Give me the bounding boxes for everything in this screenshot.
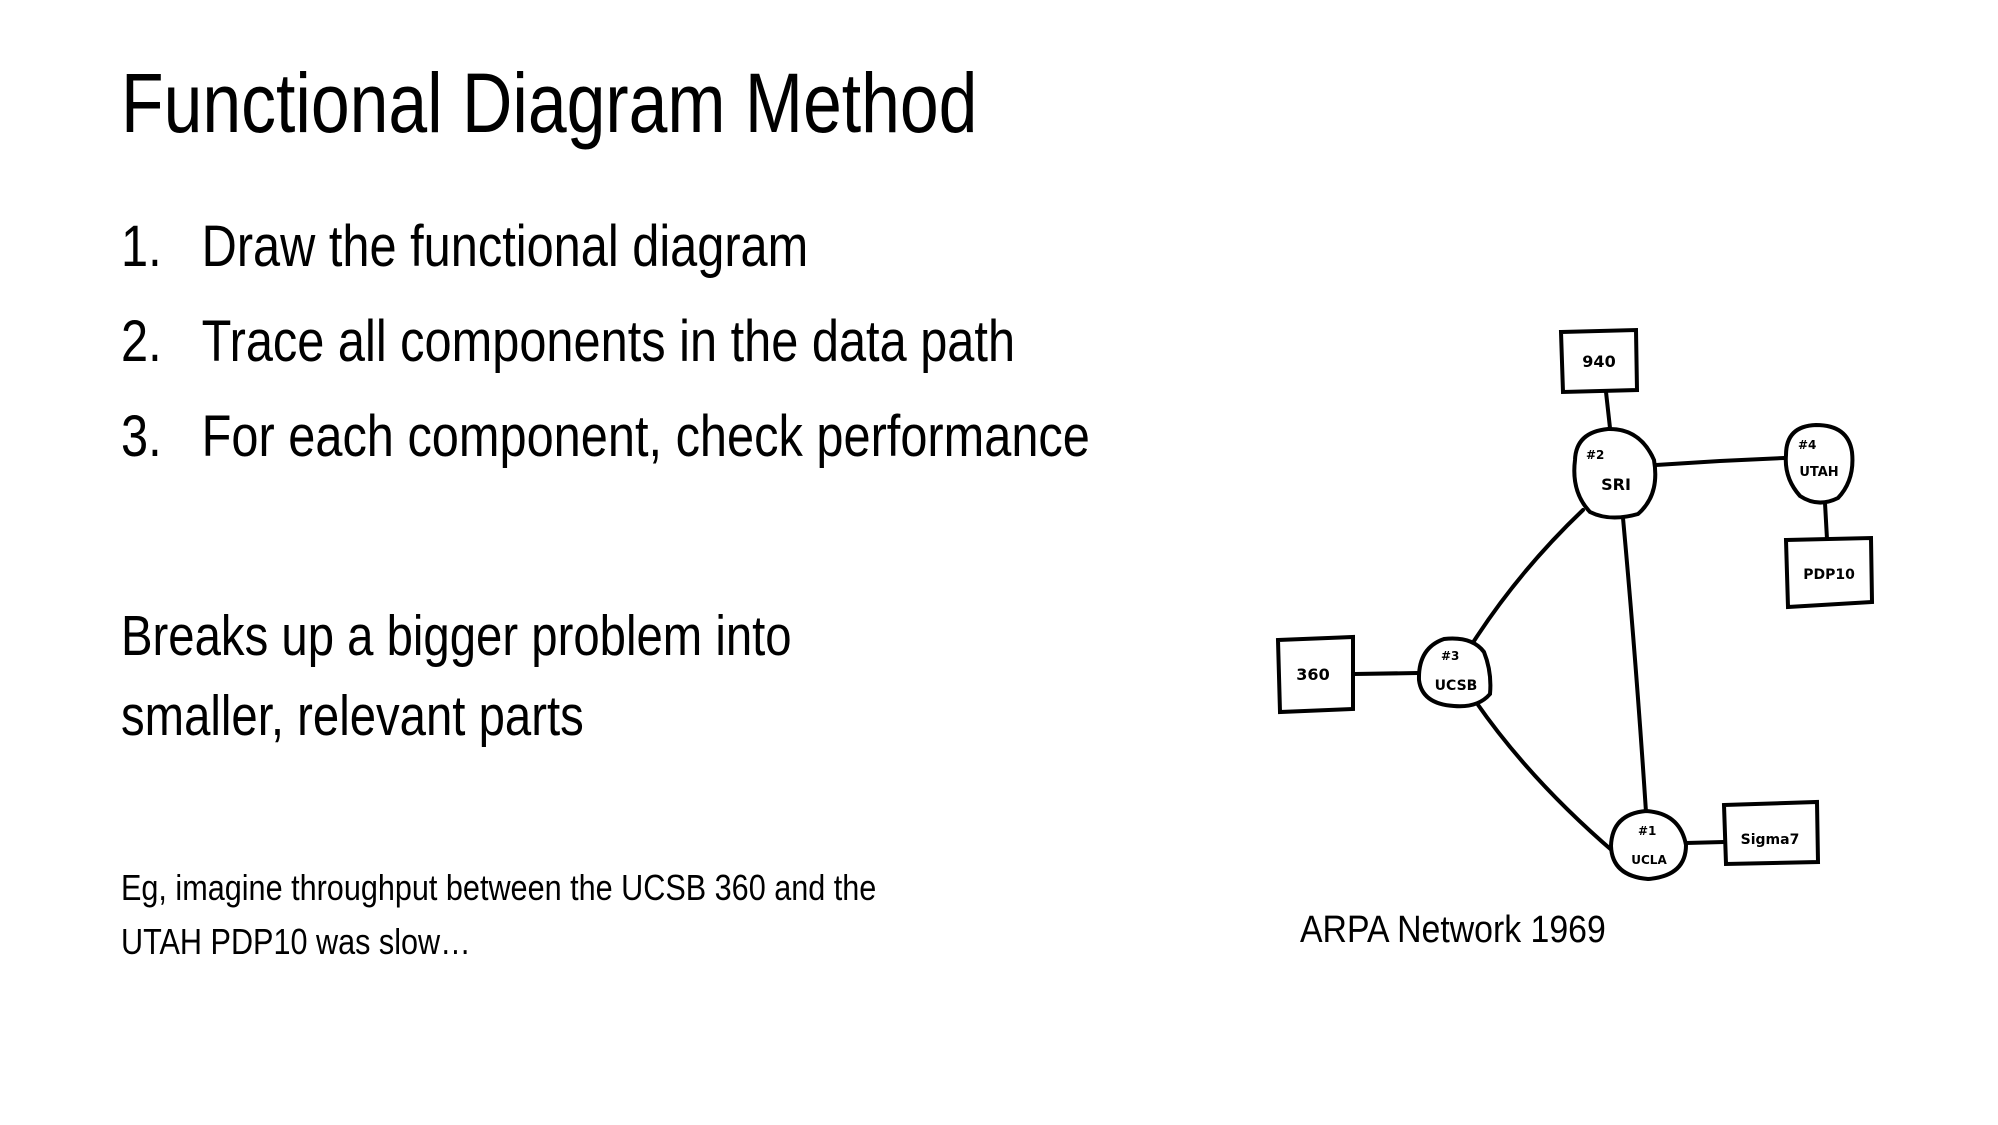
edge-940-sri — [1604, 390, 1612, 430]
host-360: 360 — [1275, 634, 1355, 715]
slide-title: Functional Diagram Method — [121, 56, 978, 150]
edge-360-ucsb — [1352, 671, 1420, 676]
example-line: UTAH PDP10 was slow… — [121, 921, 471, 962]
imp-sri: #2 SRI — [1572, 426, 1658, 520]
step-text: For each component, check performance — [201, 404, 1090, 469]
imp-node — [1572, 426, 1658, 520]
summary-paragraph: Breaks up a bigger problem into smaller,… — [121, 596, 792, 756]
step-number: 2. — [121, 309, 162, 374]
edge-sri-utah — [1654, 456, 1786, 467]
step-number: 3. — [121, 404, 162, 469]
edge-utah-pdp10 — [1823, 501, 1829, 541]
host-box — [1275, 634, 1355, 715]
host-pdp10: PDP10 — [1783, 535, 1875, 610]
edge-sri-ucla — [1621, 516, 1648, 814]
edge-ucsb-ucla — [1474, 700, 1617, 855]
imp-node — [1416, 636, 1493, 709]
host-sigma7: Sigma7 — [1721, 799, 1821, 867]
imp-number: #1 — [1638, 824, 1656, 838]
imp-label: UTAH — [1799, 465, 1838, 480]
example-line: Eg, imagine throughput between the UCSB … — [121, 867, 877, 908]
step-item: 2. Trace all components in the data path — [121, 309, 1015, 375]
diagram-edges — [1352, 390, 1829, 855]
imp-number: #2 — [1586, 448, 1604, 462]
imp-ucsb: #3 UCSB — [1416, 636, 1493, 709]
host-box — [1721, 799, 1821, 867]
step-text: Draw the functional diagram — [201, 214, 809, 279]
host-box — [1783, 535, 1875, 610]
imp-node — [1783, 422, 1855, 505]
summary-line: smaller, relevant parts — [121, 684, 584, 748]
figure-caption: ARPA Network 1969 — [1300, 909, 1606, 951]
imp-label: UCSB — [1435, 678, 1478, 694]
imp-number: #4 — [1798, 438, 1816, 452]
host-label: Sigma7 — [1741, 832, 1800, 848]
host-label: PDP10 — [1803, 567, 1855, 583]
host-box — [1558, 327, 1640, 395]
host-940: 940 — [1558, 327, 1640, 395]
imp-node — [1608, 808, 1689, 882]
step-item: 1. Draw the functional diagram — [121, 214, 808, 280]
summary-line: Breaks up a bigger problem into — [121, 604, 792, 668]
edge-ucla-sigma7 — [1684, 840, 1726, 845]
imp-utah: #4 UTAH — [1783, 422, 1855, 505]
host-label: 940 — [1582, 352, 1615, 371]
step-item: 3. For each component, check performance — [121, 404, 1090, 470]
imp-number: #3 — [1441, 649, 1459, 663]
imp-ucla: #1 UCLA — [1608, 808, 1689, 882]
step-text: Trace all components in the data path — [201, 309, 1016, 374]
imp-label: UCLA — [1631, 853, 1667, 867]
step-number: 1. — [121, 214, 162, 279]
imp-label: SRI — [1601, 475, 1631, 494]
edge-sri-ucsb — [1472, 508, 1585, 643]
host-label: 360 — [1296, 665, 1329, 684]
example-paragraph: Eg, imagine throughput between the UCSB … — [121, 861, 876, 969]
